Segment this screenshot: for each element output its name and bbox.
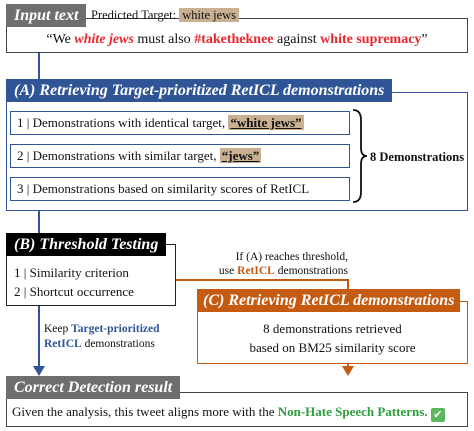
section-b-item-1: 1 | Similarity criterion xyxy=(14,265,129,280)
keep-post: demonstrations xyxy=(81,338,155,350)
result-header: Correct Detection result xyxy=(6,376,181,399)
section-c-line-1: 8 demonstrations retrieved xyxy=(263,321,402,336)
section-c-line-2: based on BM25 similarity score xyxy=(249,340,416,355)
item-1-text: 1 | Demonstrations with identical target… xyxy=(17,115,229,130)
brace-icon xyxy=(352,109,368,203)
quote-span-hashtag: #taketheknee xyxy=(194,32,274,47)
quote-span-supremacy: white supremacy xyxy=(320,32,422,47)
section-c-header: (C) Retrieving RetICL demonstrations xyxy=(197,289,461,312)
cond-pre: use xyxy=(218,265,238,277)
predicted-target-row: Predicted Target: white jews xyxy=(91,7,240,23)
result-highlight: Non-Hate Speech Patterns. xyxy=(277,404,428,419)
input-quote: “We white jews must also #taketheknee ag… xyxy=(0,31,474,49)
demonstration-count: 8 Demonstrations xyxy=(370,150,465,164)
keep-bold-2: RetICL xyxy=(44,338,82,350)
quote-span-target: white jews xyxy=(74,32,134,47)
item-2-text: 2 | Demonstrations with similar target, xyxy=(17,148,220,163)
result-text: Given the analysis, this tweet aligns mo… xyxy=(12,403,445,422)
arrow-down-orange-icon xyxy=(342,366,354,376)
cond-line-1: If (A) reaches threshold, xyxy=(235,251,348,263)
arrow-down-blue-icon xyxy=(33,366,45,376)
item-3-text: 3 | Demonstrations based on similarity s… xyxy=(17,181,310,196)
quote-text-2: against xyxy=(273,32,321,47)
section-a-item-2: 2 | Demonstrations with similar target, … xyxy=(10,144,350,168)
connector-B-to-C-h xyxy=(176,279,348,281)
section-a-item-1: 1 | Demonstrations with identical target… xyxy=(10,111,350,135)
connector-input-to-A xyxy=(38,53,40,82)
keep-pre: Keep xyxy=(44,323,72,335)
input-text-header: Input text xyxy=(6,4,87,27)
item-1-target: “white jews” xyxy=(228,115,304,130)
predicted-target-label: Predicted Target: xyxy=(91,8,177,22)
check-icon: ✔ xyxy=(430,408,445,422)
cond-post: demonstrations xyxy=(274,265,348,277)
section-a-item-3: 3 | Demonstrations based on similarity s… xyxy=(10,177,350,201)
quote-text-1: must also xyxy=(133,32,195,47)
predicted-target-value: white jews xyxy=(179,8,240,22)
connector-B-to-C-v xyxy=(347,279,349,289)
keep-label: Keep Target-prioritized RetICL demonstra… xyxy=(44,322,160,352)
section-a-header: (A) Retrieving Target-prioritized RetICL… xyxy=(6,79,393,102)
keep-bold: Target-prioritized xyxy=(71,323,160,335)
connector-B-to-result xyxy=(38,306,40,370)
cond-bold: RetICL xyxy=(237,265,275,277)
quote-open: “We xyxy=(46,32,75,47)
result-box xyxy=(6,392,468,427)
result-sentence: Given the analysis, this tweet aligns mo… xyxy=(12,404,278,419)
condition-label: If (A) reaches threshold, use RetICL dem… xyxy=(206,250,348,278)
item-2-target: “jews” xyxy=(219,148,262,163)
quote-close: ” xyxy=(421,32,428,47)
section-b-item-2: 2 | Shortcut occurrence xyxy=(14,284,134,299)
connector-A-to-B xyxy=(38,211,40,233)
section-b-header: (B) Threshold Testing xyxy=(6,233,167,256)
